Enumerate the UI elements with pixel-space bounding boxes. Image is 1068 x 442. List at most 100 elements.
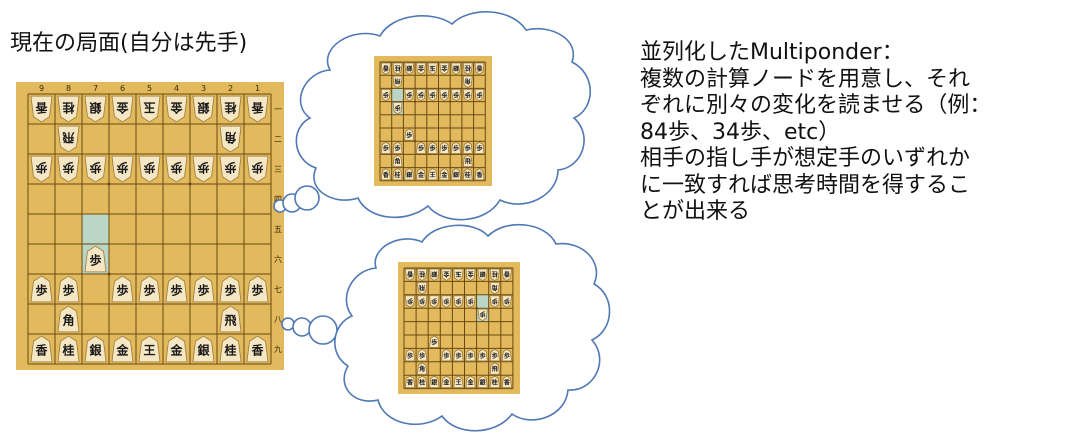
shogi-piece: 歩 [427,141,438,154]
shogi-piece: 歩 [477,348,488,362]
piece-label: 桂 [62,101,75,116]
shogi-piece: 歩 [380,88,391,102]
description-line: 84歩、34歩、etc） [640,119,841,145]
shogi-piece: 玉 [427,62,438,75]
piece-label: 歩 [62,161,74,176]
shogi-piece: 桂 [392,62,403,75]
shogi-piece: 桂 [57,95,80,123]
shogi-piece: 桂 [219,335,242,363]
board-grid [403,267,514,390]
piece-label: 飛 [395,77,402,85]
shogi-piece: 歩 [441,348,452,362]
shogi-piece: 銀 [192,335,215,363]
shogi-piece: 香 [380,168,391,181]
piece-label: 金 [442,379,450,387]
shogi-piece: 歩 [30,275,53,303]
piece-label: 銀 [480,270,486,278]
piece-label: 桂 [418,379,425,387]
variation-board-2-svg: 香桂銀金玉金銀桂香飛角歩歩歩歩歩歩歩歩歩歩歩歩歩歩歩歩歩歩角飛香桂銀金王金銀桂香 [403,267,514,390]
piece-label: 飛 [223,313,236,327]
shogi-piece: 角 [57,305,80,333]
rank-label: 二 [274,135,282,144]
piece-label: 金 [467,270,475,278]
shogi-piece: 香 [30,335,53,363]
shogi-piece: 角 [462,75,473,88]
piece-label: 桂 [224,101,237,116]
piece-label: 歩 [62,282,74,297]
shogi-piece: 歩 [474,88,485,102]
piece-label: 香 [35,101,48,116]
shogi-piece: 歩 [84,245,107,273]
piece-label: 銀 [88,342,101,357]
shogi-piece: 歩 [404,295,416,308]
piece-label: 歩 [418,90,424,98]
piece-label: 桂 [223,342,236,357]
shogi-piece: 玉 [138,95,161,123]
piece-label: 王 [455,380,461,387]
shogi-piece: 歩 [246,155,269,183]
thought-bubble-small [294,185,320,211]
piece-label: 銀 [453,171,459,179]
file-label: 9 [39,84,44,93]
piece-label: 桂 [465,64,472,72]
file-label: 8 [66,84,71,93]
star-point [188,272,192,276]
shogi-piece: 香 [30,95,53,123]
thought-bubble-small [281,317,295,331]
piece-label: 歩 [431,338,437,346]
piece-label: 歩 [383,145,389,153]
shogi-piece: 歩 [192,275,215,303]
piece-label: 桂 [61,342,74,357]
piece-label: 角 [419,365,425,373]
shogi-piece: 銀 [192,95,215,123]
shogi-piece: 香 [474,168,485,181]
shogi-piece: 王 [138,335,161,363]
shogi-piece: 歩 [246,275,269,303]
shogi-piece: 歩 [462,88,473,102]
piece-label: 玉 [455,270,461,278]
piece-label: 玉 [143,101,155,115]
shogi-piece: 歩 [165,275,188,303]
star-point [107,182,111,186]
shogi-piece: 飛 [392,75,403,88]
shogi-piece: 金 [415,62,426,75]
piece-label: 歩 [116,282,128,297]
shogi-piece: 歩 [138,275,161,303]
shogi-piece: 桂 [57,335,80,363]
shogi-piece: 香 [501,268,513,281]
star-point [449,140,452,143]
shogi-piece: 歩 [219,155,242,183]
piece-label: 歩 [476,90,482,98]
description-line: 並列化したMultiponder： [640,40,904,65]
shogi-piece: 歩 [474,141,485,154]
rank-label: 四 [274,195,282,204]
variation-board-2: 香桂銀金玉金銀桂香飛角歩歩歩歩歩歩歩歩歩歩歩歩歩歩歩歩歩歩角飛香桂銀金王金銀桂香 [398,262,520,394]
piece-label: 歩 [504,297,510,305]
description-line: 相手の指し手が想定手のいずれか [640,146,971,171]
piece-label: 銀 [406,64,412,72]
piece-label: 香 [251,101,264,116]
piece-label: 歩 [441,145,447,153]
shogi-piece: 香 [501,375,513,389]
shogi-piece: 歩 [477,308,488,322]
rank-label: 三 [274,165,282,174]
shogi-piece: 歩 [219,275,242,303]
piece-label: 歩 [419,352,425,360]
piece-label: 金 [116,101,130,116]
star-point [413,100,417,103]
piece-label: 歩 [89,252,101,267]
shogi-piece: 金 [165,95,188,123]
shogi-piece: 金 [111,335,134,363]
shogi-piece: 金 [439,168,450,181]
piece-label: 金 [170,101,184,116]
shogi-piece: 金 [465,375,476,389]
rank-label: 五 [274,225,282,234]
piece-label: 桂 [492,270,499,278]
description-text: 並列化したMultiponder： 複数の計算ノードを用意し、それ ぞれに別々の… [640,40,1060,226]
piece-label: 歩 [480,352,486,360]
piece-label: 桂 [394,171,401,179]
shogi-piece: 金 [441,268,452,281]
piece-label: 飛 [62,131,75,145]
shogi-piece: 銀 [404,168,415,181]
